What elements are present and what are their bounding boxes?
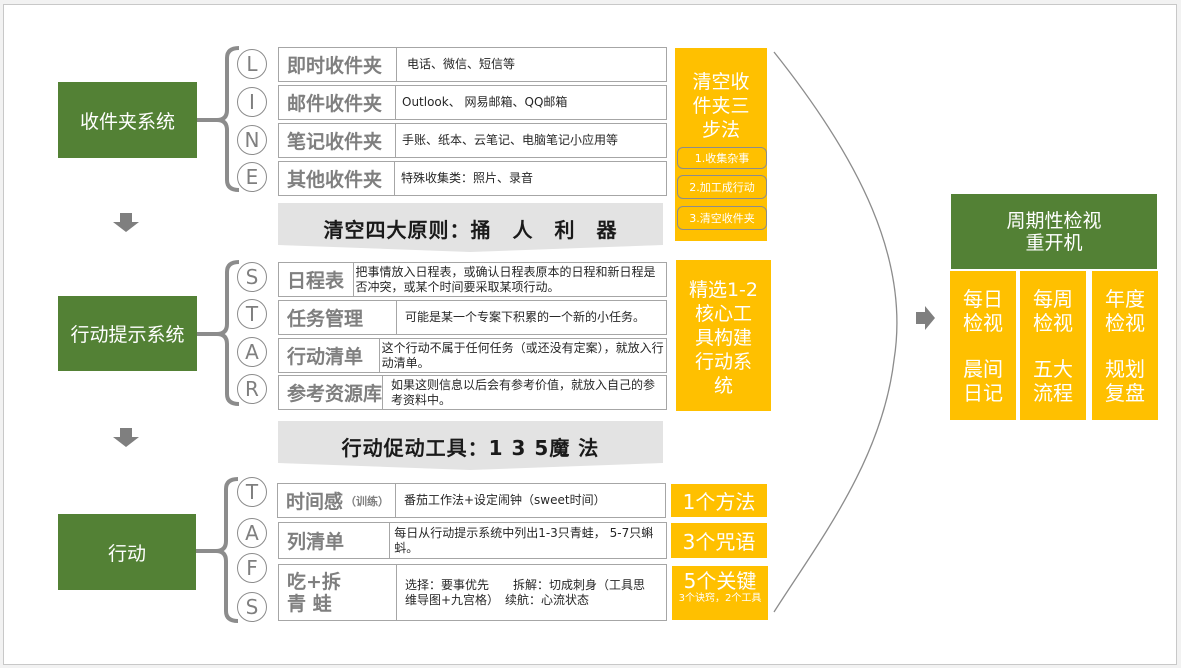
table-row: 邮件收件夹 Outlook、 网易邮箱、QQ邮箱 [278,85,667,120]
review-title-line: 周期性检视 [1006,209,1102,232]
row-desc: 番茄工作法+设定闹钟（sweet时间） [404,493,606,507]
tag-one-method: 1个方法 [671,484,767,517]
curly-brace-icon [196,477,239,623]
action-prompt-system-box: 行动提示系统 [58,296,197,371]
down-arrow-icon [113,428,139,447]
tag-three-mantras: 3个咒语 [671,523,767,558]
step-pill-3: 3.清空收件夹 [677,206,767,230]
row-name: 时间感（训练） [278,484,396,517]
panel-title-line: 行动系 [694,351,752,373]
row-desc: 可能是某一个专案下积累的一个新的小任务。 [405,310,646,324]
review-title-line: 重开机 [1025,231,1083,254]
action-prompt-system-label: 行动提示系统 [70,324,185,346]
row-name: 笔记收件夹 [279,124,396,157]
row-desc: 这个行动不属于任何任务（或还没有定案），就放入行动清单。 [381,340,664,370]
row-name: 行动清单 [279,339,380,372]
letter-circle-t: T [237,477,267,507]
review-column-weekly: 每周检视 五大流程 [1020,271,1086,420]
inbox-system-label: 收件夹系统 [79,110,175,133]
row-desc: 选择：要事优先 拆解：切成刺身（工具思 维导图+九宫格） 续航：心流状态 [405,577,646,607]
row-name: 邮件收件夹 [279,86,396,119]
table-row: 任务管理 可能是某一个专案下积累的一个新的小任务。 [278,300,667,335]
letter-circle-n: N [237,125,267,155]
letter-circle-e: E [237,162,267,192]
row-desc: 每日从行动提示系统中列出1-3只青蛙， 5-7只蝌蚪。 [394,525,654,555]
row-desc: Outlook、 网易邮箱、QQ邮箱 [402,95,568,109]
table-row: 列清单 每日从行动提示系统中列出1-3只青蛙， 5-7只蝌蚪。 [278,522,667,559]
table-row: 吃+拆 青 蛙 选择：要事优先 拆解：切成刺身（工具思 维导图+九宫格） 续航：… [278,564,667,621]
curved-bracket-line [773,51,898,613]
row-name: 吃+拆 青 蛙 [279,565,397,620]
action-label: 行动 [107,542,146,565]
down-arrow-icon [113,213,139,232]
table-row: 笔记收件夹 手账、纸本、云笔记、电脑笔记小应用等 [278,123,667,158]
row-desc: 把事情放入日程表，或确认日程表原本的日程和新日程是否冲突，或某个时间要采取某项行… [355,264,656,294]
panel-title-line: 核心工 [694,303,752,325]
row-name-suffix: （训练） [345,494,390,508]
row-desc: 手账、纸本、云笔记、电脑笔记小应用等 [402,133,619,147]
panel-title-line: 具构建 [694,327,752,349]
row-name: 即时收件夹 [279,48,397,81]
letter-circle-a: A [237,337,267,367]
row-desc: 电话、微信、短信等 [407,57,516,71]
curly-brace-icon [197,46,240,192]
tag-five-keys: 5个关键 3个诀窍，2个工具 [672,566,768,620]
table-row: 参考资源库 如果这则信息以后会有参考价值，就放入自己的参考资料中。 [278,375,667,410]
periodic-review-header: 周期性检视 重开机 [951,194,1157,269]
letter-circle-t: T [237,299,267,329]
letter-circle-l: L [237,49,267,79]
table-row: 时间感（训练） 番茄工作法+设定闹钟（sweet时间） [277,483,666,518]
letter-circle-s: S [237,262,267,292]
row-name: 列清单 [279,523,391,558]
inbox-system-box: 收件夹系统 [58,82,197,158]
panel-title-line: 精选1-2 [688,279,759,301]
table-row: 其他收件夹 特殊收集类：照片、录音 [278,161,667,196]
letter-circle-i: I [237,87,267,117]
tag-five-keys-sub: 3个诀窍，2个工具 [678,593,762,604]
table-row: 日程表 把事情放入日程表，或确认日程表原本的日程和新日程是否冲突，或某个时间要采… [278,262,667,297]
panel-title-line: 清空收 [692,71,750,93]
review-column-daily: 每日检视 晨间日记 [950,271,1016,420]
row-name: 其他收件夹 [279,162,395,195]
banner-four-principles: 清空四大原则：捅 人 利 器 [278,203,663,253]
review-column-yearly: 年度检视 规划复盘 [1092,271,1158,420]
row-name: 参考资源库 [279,376,384,409]
row-name: 日程表 [279,263,354,296]
letter-circle-s: S [237,592,267,622]
letter-circle-r: R [237,374,267,404]
step-pill-1: 1.收集杂事 [677,147,767,169]
step-pill-2: 2.加工成行动 [677,175,767,199]
right-arrow-icon [916,306,935,330]
curly-brace-icon [197,260,240,406]
table-row: 行动清单 这个行动不属于任何任务（或还没有定案），就放入行动清单。 [278,338,667,373]
table-row: 即时收件夹 电话、微信、短信等 [278,47,667,82]
action-box: 行动 [58,514,196,590]
letter-circle-a: A [237,518,267,548]
letter-circle-f: F [237,553,267,583]
panel-title-line: 统 [713,375,733,397]
row-desc: 如果这则信息以后会有参考价值，就放入自己的参考资料中。 [391,377,656,407]
panel-title-line: 步法 [701,119,740,141]
tag-five-keys-label: 5个关键 [683,569,757,593]
row-desc: 特殊收集类：照片、录音 [401,171,534,185]
core-tools-panel: 精选1-2 核心工 具构建 行动系 统 [676,260,771,411]
banner-135-magic: 行动促动工具：1 3 5魔 法 [278,421,663,471]
row-name: 任务管理 [279,301,397,334]
panel-title-line: 件夹三 [692,95,750,117]
